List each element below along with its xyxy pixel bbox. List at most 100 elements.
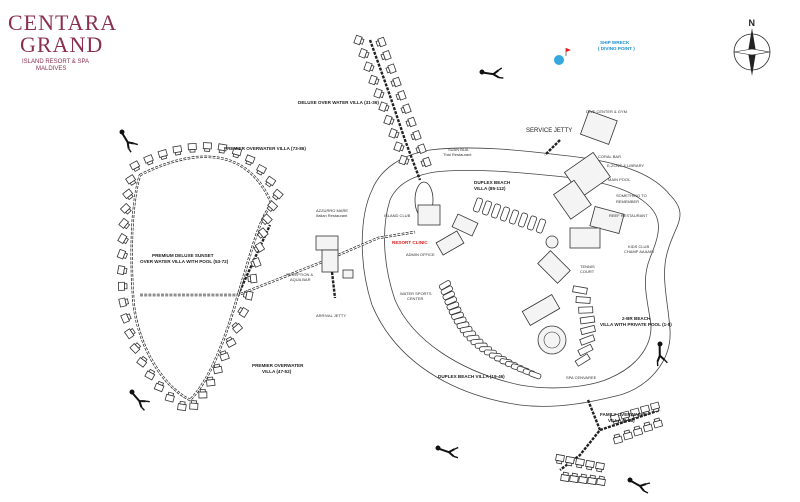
villa-unit: [572, 285, 588, 295]
villa-unit: [125, 174, 137, 186]
duplex-beach-bottom-label: DUPLEX BEACH VILLA (19-46): [438, 374, 505, 379]
villa-unit: [116, 265, 128, 276]
villa-unit: [405, 116, 417, 128]
villa-unit: [129, 160, 141, 172]
villa-unit: [569, 472, 579, 484]
villa-unit: [442, 290, 456, 301]
kids-club-label-2: CHAMP AAAAKI: [624, 249, 654, 254]
island-club-label: ISLAND CLUB: [384, 213, 411, 218]
brand-logo: CENTARA GRAND ISLAND RESORT & SPA MALDIV…: [8, 10, 117, 72]
ezone-label: E-ZONE & LIBRARY: [607, 163, 644, 168]
villa-unit: [123, 328, 136, 340]
villa-unit: [526, 215, 538, 231]
villa-unit: [247, 273, 258, 284]
villa-unit: [363, 61, 375, 72]
villa-unit: [117, 233, 129, 245]
villa-unit: [177, 400, 187, 412]
villa-unit: [448, 306, 462, 316]
villa-unit: [157, 149, 168, 160]
villa-unit: [490, 203, 502, 219]
brand-name-line2: GRAND: [20, 32, 103, 57]
villa-unit: [481, 200, 493, 216]
villa-unit: [237, 306, 250, 319]
duplex-beach-top-label-1: DUPLEX BEACH: [474, 180, 511, 185]
villa-unit: [390, 76, 402, 88]
ship-wreck-icon: [554, 48, 571, 65]
villa-unit: [225, 336, 237, 348]
two-bed-label-2: VILLA WITH PRIVATE POOL (1-8): [600, 322, 672, 327]
azzurro-label-1: AZZURRO MARE: [316, 208, 348, 213]
villa-unit: [358, 48, 370, 59]
villa-unit: [385, 63, 397, 74]
villa-unit: [639, 404, 651, 416]
villa-unit: [446, 301, 460, 311]
villa-unit: [517, 212, 529, 228]
island-club: [414, 181, 479, 256]
kids-club-label-1: KIDS CLUB: [628, 244, 649, 249]
villa-unit: [444, 296, 458, 306]
villa-unit: [205, 376, 216, 387]
admin-office-label: ADMIN OFFICE: [406, 252, 435, 257]
villa-unit: [472, 197, 484, 213]
villa-unit: [261, 213, 273, 226]
diver-icon: [479, 67, 504, 79]
villa-unit: [560, 471, 570, 483]
villa-unit: [231, 321, 244, 334]
villa-unit: [388, 128, 400, 139]
villa-unit: [622, 429, 634, 441]
deluxe-over-water-label: DELUXE OVER WATER VILLA (31-36): [298, 100, 379, 105]
villa-unit: [118, 281, 128, 291]
villa-unit: [231, 147, 243, 159]
villa-unit: [119, 202, 132, 215]
villa-unit: [574, 353, 591, 367]
villa-unit: [575, 457, 585, 469]
suan-bua-label-2: Thai Restaurant: [443, 152, 472, 157]
villa-unit: [373, 88, 385, 99]
reception-label-1: RECEPTION &: [286, 272, 313, 277]
compass-rose-icon: N: [733, 18, 771, 76]
villa-unit: [535, 218, 547, 234]
brand-name-line1: CENTARA: [8, 10, 117, 35]
villa-unit: [438, 280, 452, 290]
diver-icon: [129, 389, 150, 411]
east-facilities: [537, 110, 625, 284]
water-sports-label-1: WATER SPORTS: [400, 291, 432, 296]
villa-unit: [118, 297, 129, 308]
villa-unit: [575, 296, 591, 304]
brand-subtitle-line1: ISLAND RESORT & SPA: [22, 59, 89, 65]
villa-unit: [253, 241, 266, 253]
two-bed-label-1: 2-BR BEACH: [622, 316, 651, 321]
coral-bar-label: CORAL BAR: [598, 154, 621, 159]
villa-unit: [198, 388, 208, 399]
deluxe-overwater-villas: [353, 34, 432, 181]
villa-unit: [129, 342, 142, 354]
diver-icon: [435, 445, 459, 459]
villa-unit: [256, 227, 269, 239]
villa-unit: [578, 473, 588, 485]
diver-icon: [119, 129, 139, 153]
villa-unit: [649, 401, 661, 413]
villa-unit: [577, 343, 594, 357]
diver-icon: [656, 341, 668, 367]
villa-unit: [595, 461, 605, 473]
villa-unit: [212, 363, 223, 375]
villa-unit: [143, 154, 154, 166]
suan-bua-label-1: SUAN BUA: [448, 147, 469, 152]
premium-ring: [116, 142, 284, 412]
villa-unit: [609, 413, 621, 425]
villa-unit: [378, 101, 390, 112]
villa-unit: [528, 370, 542, 380]
water-sports-label-2: CENTER: [407, 296, 424, 301]
villa-unit: [652, 417, 664, 429]
reception-label-2: AQUA BAR: [290, 277, 311, 282]
villa-unit: [578, 306, 594, 314]
premium-deluxe-label-1: PREMIUM DELUXE SUNSET: [152, 253, 214, 258]
duplex-beach-top-villas: [472, 197, 547, 234]
villa-unit: [265, 175, 277, 188]
villa-unit: [189, 400, 199, 410]
reception-aqua-bar: [315, 235, 354, 299]
villa-unit: [256, 163, 267, 176]
azzurro-label-2: Italian Restaurant: [316, 213, 348, 218]
court-label: COURT: [580, 269, 595, 274]
